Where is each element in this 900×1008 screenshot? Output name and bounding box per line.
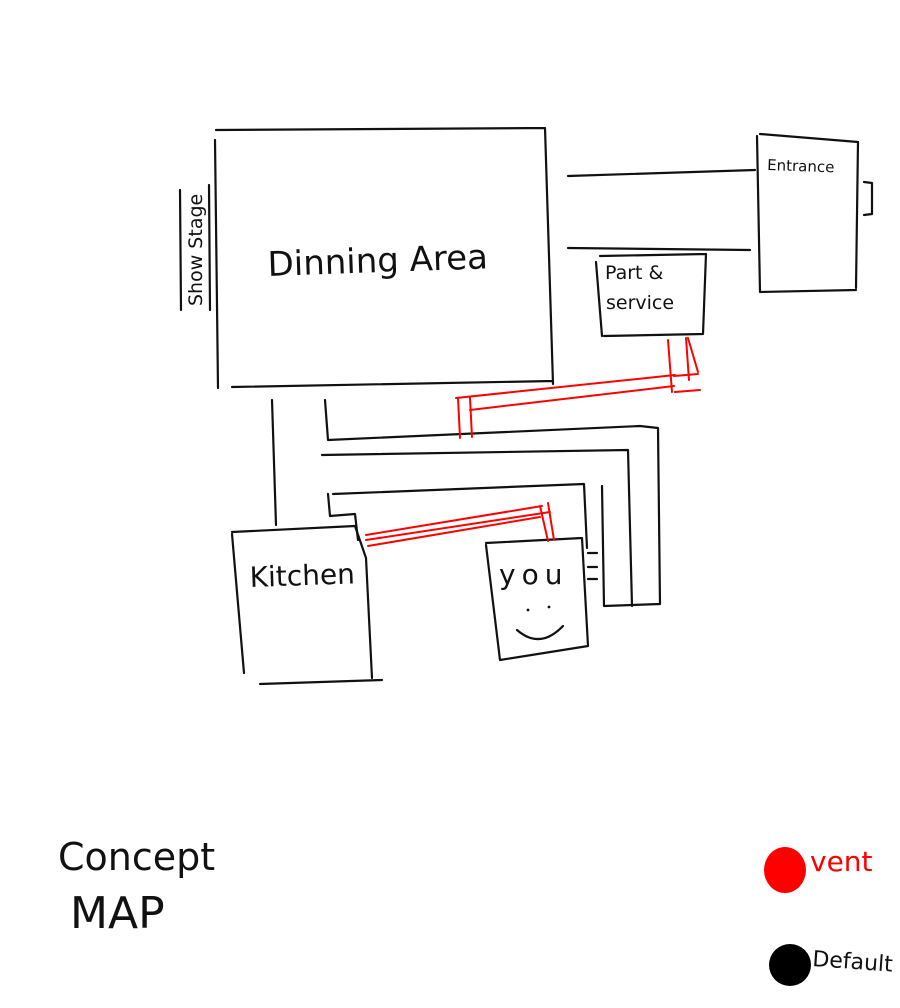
dining-area-label: Dinning Area: [267, 237, 489, 285]
legend-item-default: Default: [769, 944, 894, 986]
hallways: [270, 398, 662, 608]
default-legend-dot-icon: [769, 944, 811, 986]
show-stage-room: Show Stage: [178, 183, 212, 312]
entrance-hallway: [566, 168, 757, 252]
vent-system: [365, 337, 701, 547]
caption-line2: MAP: [70, 888, 165, 939]
player-label: you: [499, 558, 568, 591]
legend: vent Default: [764, 845, 894, 986]
entrance-room: Entrance: [755, 132, 874, 294]
parts-service-room: Part & service: [594, 252, 708, 338]
smiley-face-icon: [515, 605, 565, 641]
parts-service-label-line1: Part &: [605, 262, 664, 284]
legend-vent-label: vent: [810, 845, 873, 878]
kitchen-room: Kitchen: [230, 524, 384, 686]
caption-line1: Concept: [58, 835, 215, 879]
dining-area-room: Dinning Area: [213, 126, 555, 390]
entrance-label: Entrance: [767, 156, 835, 176]
legend-default-label: Default: [812, 947, 894, 978]
map-caption: Concept MAP: [58, 835, 215, 939]
show-stage-label: Show Stage: [185, 194, 207, 306]
parts-service-label-line2: service: [606, 292, 674, 314]
vent-legend-dot-icon: [764, 847, 806, 893]
legend-item-vent: vent: [764, 845, 873, 893]
kitchen-label: Kitchen: [249, 557, 355, 594]
office-room: you: [484, 536, 590, 662]
